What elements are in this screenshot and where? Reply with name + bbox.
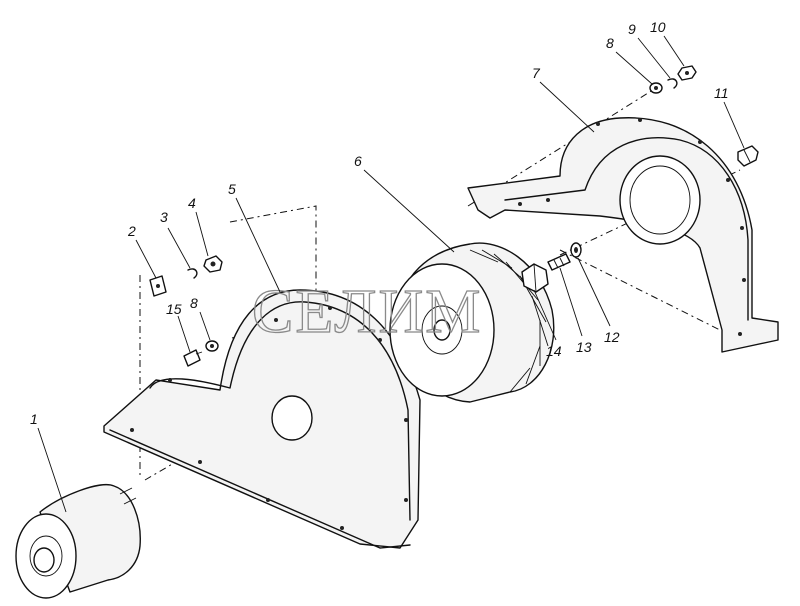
part-9-lock-washer — [667, 78, 678, 89]
callout-labels: 1 2 3 4 5 6 7 8 8 9 10 11 12 13 14 15 — [30, 19, 729, 427]
front-housing-opening — [271, 395, 313, 441]
part-8-washer-top — [649, 82, 663, 94]
part-7-rear-housing — [467, 117, 779, 353]
rear-housing-opening — [619, 155, 701, 245]
callout-11: 11 — [714, 85, 729, 101]
callout-13: 13 — [576, 339, 592, 355]
part-5-front-housing — [103, 289, 421, 549]
part-12-washer — [570, 242, 582, 258]
callout-8-top: 8 — [606, 35, 614, 51]
part-4-nut — [203, 255, 223, 273]
callout-2: 2 — [127, 223, 136, 239]
callout-9: 9 — [628, 21, 636, 37]
watermark: СЕЛИМ — [252, 278, 482, 346]
part-14-nut — [521, 263, 549, 293]
callout-15: 15 — [166, 301, 182, 317]
part-11-fitting — [737, 145, 759, 167]
callout-14: 14 — [546, 343, 562, 359]
part-10-nut-top — [677, 65, 697, 81]
part-8-washer-left — [205, 340, 219, 352]
leader-lines — [37, 35, 745, 513]
callout-12: 12 — [604, 329, 620, 345]
part-13-bolt — [547, 253, 571, 271]
callout-7: 7 — [532, 65, 541, 81]
callout-3: 3 — [160, 209, 168, 225]
callout-6: 6 — [354, 153, 362, 169]
callout-10: 10 — [650, 19, 666, 35]
callout-1: 1 — [30, 411, 38, 427]
callout-8-left: 8 — [190, 295, 198, 311]
part-15-bolt — [183, 349, 203, 367]
callout-4: 4 — [188, 195, 196, 211]
callout-5: 5 — [228, 181, 236, 197]
part-2-plate — [149, 275, 167, 297]
part-6-fan-impeller — [389, 242, 555, 403]
part-3-lock-washer — [187, 268, 198, 279]
part-1-electric-motor — [15, 484, 141, 599]
